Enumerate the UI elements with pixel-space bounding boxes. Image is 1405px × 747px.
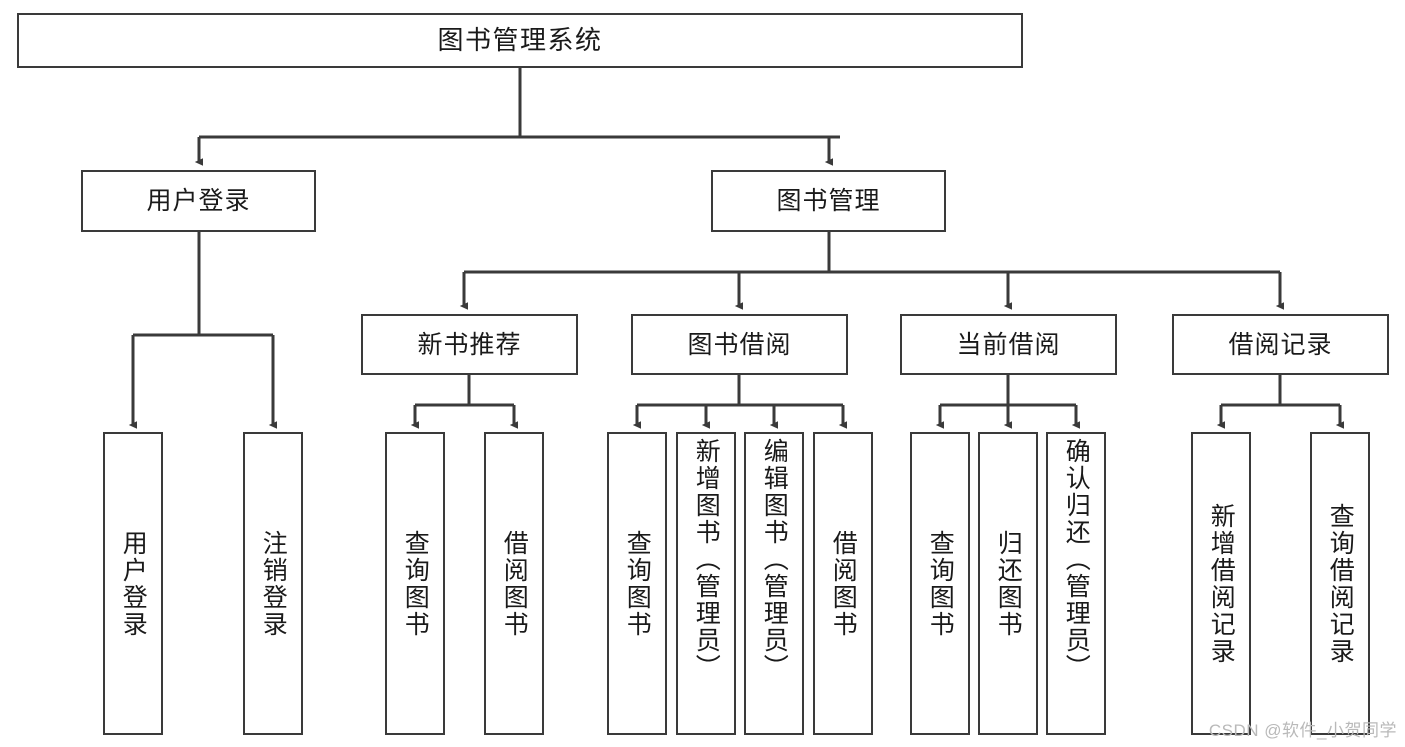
leaf-book-borrow-borrow-book[interactable]: 借阅图书 — [813, 432, 873, 735]
leaf-user-login-logout[interactable]: 注销登录 — [243, 432, 303, 735]
leaf-current-borrow-query-book[interactable]: 查询图书 — [910, 432, 970, 735]
leaf-user-login-login[interactable]: 用户登录 — [103, 432, 163, 735]
node-label: 查询图书 — [401, 529, 430, 638]
node-label: 借阅记录 — [1228, 330, 1333, 359]
node-label: 注销登录 — [259, 529, 288, 638]
node-label: 用户登录 — [146, 187, 251, 215]
leaf-borrow-record-add-record[interactable]: 新增借阅记录 — [1191, 432, 1251, 735]
node-label: 查询图书 — [623, 529, 652, 638]
leaf-borrow-record-query-record[interactable]: 查询借阅记录 — [1310, 432, 1370, 735]
node-label: 图书管理 — [776, 187, 881, 215]
node-new-book-recommend[interactable]: 新书推荐 — [361, 314, 578, 375]
node-book-management[interactable]: 图书管理 — [711, 170, 946, 232]
node-user-login[interactable]: 用户登录 — [81, 170, 316, 232]
leaf-new-book-borrow-book[interactable]: 借阅图书 — [484, 432, 544, 735]
node-label: 借阅图书 — [829, 529, 858, 638]
node-label: 新增借阅记录 — [1207, 502, 1236, 665]
node-label: 新增图书（管理员） — [692, 438, 721, 681]
node-book-borrow[interactable]: 图书借阅 — [631, 314, 848, 375]
node-current-borrow[interactable]: 当前借阅 — [900, 314, 1117, 375]
node-label: 图书管理系统 — [437, 24, 603, 55]
node-label: 图书借阅 — [687, 330, 792, 359]
leaf-current-borrow-confirm-return-admin[interactable]: 确认归还（管理员） — [1046, 432, 1106, 735]
node-label: 归还图书 — [994, 529, 1023, 638]
node-borrow-record[interactable]: 借阅记录 — [1172, 314, 1389, 375]
node-label: 确认归还（管理员） — [1062, 438, 1091, 681]
node-label: 用户登录 — [119, 529, 148, 638]
csdn-watermark: CSDN @软件_小贺同学 — [1208, 721, 1397, 740]
leaf-book-borrow-edit-book-admin[interactable]: 编辑图书（管理员） — [744, 432, 804, 735]
leaf-book-borrow-query-book[interactable]: 查询图书 — [607, 432, 667, 735]
leaf-book-borrow-add-book-admin[interactable]: 新增图书（管理员） — [676, 432, 736, 735]
node-label: 当前借阅 — [956, 330, 1061, 359]
node-root-book-management-system[interactable]: 图书管理系统 — [17, 13, 1023, 68]
node-label: 新书推荐 — [417, 330, 522, 359]
leaf-new-book-query-book[interactable]: 查询图书 — [385, 432, 445, 735]
node-label: 编辑图书（管理员） — [760, 438, 789, 681]
node-label: 查询借阅记录 — [1326, 502, 1355, 665]
node-label: 查询图书 — [926, 529, 955, 638]
leaf-current-borrow-return-book[interactable]: 归还图书 — [978, 432, 1038, 735]
node-label: 借阅图书 — [500, 529, 529, 638]
